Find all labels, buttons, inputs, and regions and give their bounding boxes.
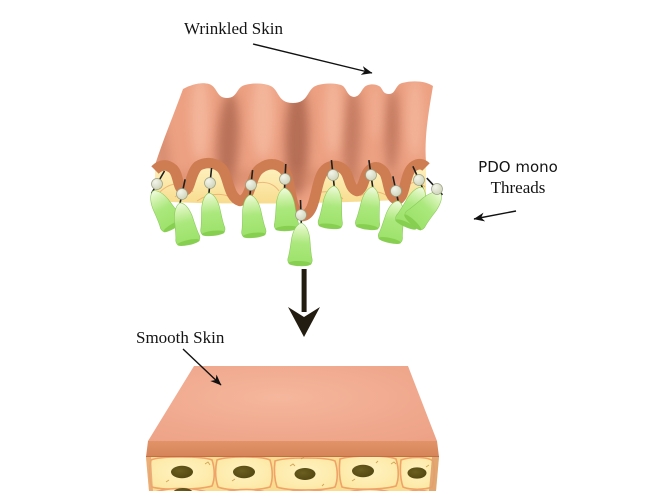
thread-cone [174,202,201,246]
thread-cone [287,222,313,267]
thread-ball [151,178,163,190]
thread-ball [390,185,402,197]
smooth-skin-illustration [146,366,458,495]
pdo-threads-group [150,159,444,267]
smooth-skin-surface [148,366,437,441]
fat-cell-row2 [340,488,398,491]
fat-speckles [165,456,430,487]
smooth-skin-arrow [182,348,222,386]
pdo-threads-label-line2: Threads [490,177,546,197]
thread-ball [413,174,425,186]
thread-ball [204,177,216,189]
thread-ball [327,169,339,181]
thread-cone [317,185,343,230]
thread-ball [279,173,291,185]
fat-cell-row2 [399,489,436,491]
wrinkled-skin-label: Wrinkled Skin [184,19,283,38]
thread-cone [241,194,267,239]
wrinkled-skin-illustration [151,81,433,222]
thread-ball [295,209,307,221]
wrinkle-shading [155,81,425,196]
smooth-fat-layer [146,456,439,491]
pdo-thread [174,179,201,246]
wrinkled-skin-arrow [252,43,373,75]
thread-cone [404,191,442,231]
thread-ball [365,169,377,181]
smooth-left-side-face [146,457,153,491]
pdo-threads-label: PDO mono Threads [466,158,570,198]
thread-ball [176,188,188,200]
smooth-epidermis-layer [146,441,439,457]
pdo-thread [200,167,226,237]
transformation-arrow [288,269,320,337]
thread-cone [355,186,380,231]
pdo-thread [287,199,313,267]
cell-nucleus-partial [173,488,193,491]
pdo-thread [241,169,267,239]
pdo-thread [404,177,444,231]
pdo-threads-label-line1: PDO mono [478,158,558,176]
thread-ball [245,179,257,191]
smooth-skin-label: Smooth Skin [136,328,225,347]
smooth-right-side-face [429,457,439,491]
thread-cone [200,192,226,237]
pdo-thread [355,160,380,231]
cell-nuclei [171,464,427,480]
pdo-thread [317,159,343,230]
fat-cell-row2 [217,488,275,491]
thread-ball [431,183,443,195]
pdo-thread [273,163,299,232]
fat-cell-row2 [276,489,340,491]
thread-cone [273,187,299,232]
pdo-threads-arrow [473,210,517,222]
